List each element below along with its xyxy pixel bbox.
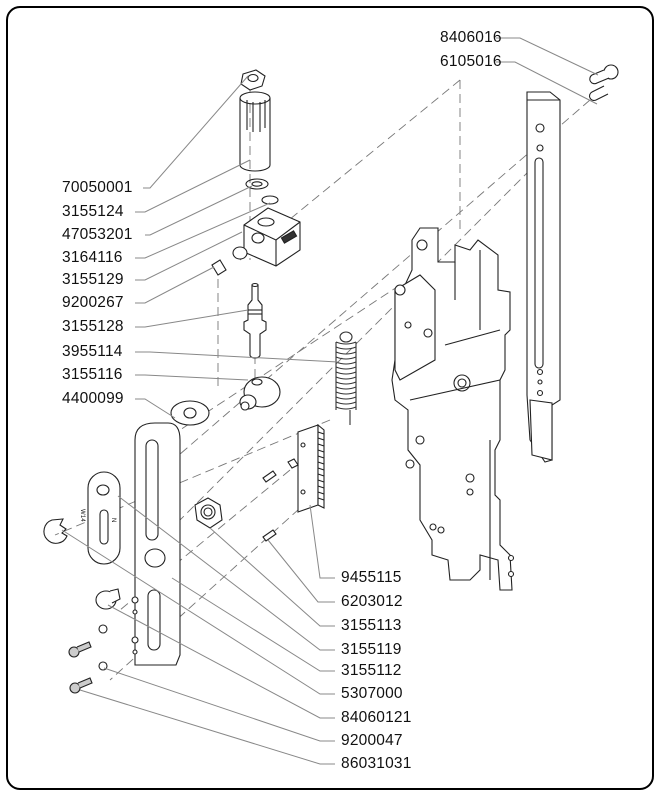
part-label: 3155129 [62, 271, 124, 288]
leader-line [135, 231, 243, 281]
circlip-part [261, 195, 279, 205]
part-label: 6105016 [440, 53, 502, 70]
leader-line [117, 495, 335, 651]
axis-line [54, 419, 331, 536]
part-label: 3164116 [62, 249, 123, 266]
leader-line [107, 604, 335, 719]
leader-line [135, 309, 249, 328]
splined-sleeve-part [239, 91, 271, 172]
leader-line [496, 37, 599, 76]
leader-line [103, 667, 335, 742]
washer-part [245, 178, 269, 190]
indicator-plate-part [87, 471, 121, 565]
part-label: 3155124 [62, 203, 124, 220]
main-frame-part [391, 227, 515, 591]
flat-head-screw-part [95, 588, 121, 610]
axis-line [109, 489, 321, 681]
part-label: 3155119 [341, 641, 402, 658]
leader-line [171, 577, 335, 672]
spring-part [335, 331, 357, 425]
leader-line [61, 529, 335, 695]
diagram-frame [6, 6, 654, 790]
adjustment-bar-part [131, 422, 181, 666]
leader-line [309, 504, 335, 579]
axis-line [239, 79, 461, 261]
part-label: 3155113 [341, 617, 402, 634]
leader-line [267, 539, 335, 603]
part-label: 84060121 [341, 709, 412, 726]
leader-line [143, 75, 249, 189]
part-label: 86031031 [341, 755, 412, 772]
leader-line [135, 374, 249, 381]
e-clip-part [43, 518, 68, 544]
plate-marking-left: W14 [79, 509, 85, 522]
leader-line [496, 61, 598, 105]
leader-line [79, 689, 335, 765]
leader-line [135, 351, 339, 363]
part-label: 3955114 [62, 343, 123, 360]
hex-nut-part [194, 497, 223, 529]
knob-part [239, 376, 281, 411]
leader-line [209, 527, 335, 627]
part-label: 3155112 [341, 662, 402, 679]
part-label: 8406016 [440, 29, 502, 46]
axis-line [149, 99, 591, 481]
leader-line [135, 202, 271, 259]
cap-screw-part [69, 677, 93, 694]
block-part [232, 207, 301, 267]
leader-line [135, 266, 215, 304]
set-screw-part [211, 259, 227, 276]
leader-line [145, 185, 253, 236]
small-washer-part [98, 624, 108, 634]
leader-line [135, 398, 176, 419]
slide-bar-part [526, 91, 561, 463]
part-label: 9200267 [62, 294, 124, 311]
plate-marking-right: N [110, 518, 116, 523]
small-washer-part [98, 661, 108, 671]
axis-line [179, 284, 401, 431]
part-label: 5307000 [341, 685, 403, 702]
pin-part [588, 64, 619, 102]
part-label: 70050001 [62, 179, 133, 196]
stud-part [243, 282, 267, 359]
flat-washer-part [170, 400, 210, 426]
cap-screw-part [68, 641, 92, 658]
leader-line [135, 159, 251, 213]
pin-part [262, 470, 277, 483]
part-label: 4400099 [62, 390, 124, 407]
part-label: 9455115 [341, 569, 402, 586]
part-label: 3155128 [62, 318, 124, 335]
part-label: 6203012 [341, 593, 403, 610]
part-label: 9200047 [341, 732, 403, 749]
rack-part [287, 423, 325, 513]
pin-part [262, 529, 277, 542]
part-label: 47053201 [62, 226, 133, 243]
axis-line [149, 139, 561, 551]
part-label: 3155116 [62, 366, 123, 383]
